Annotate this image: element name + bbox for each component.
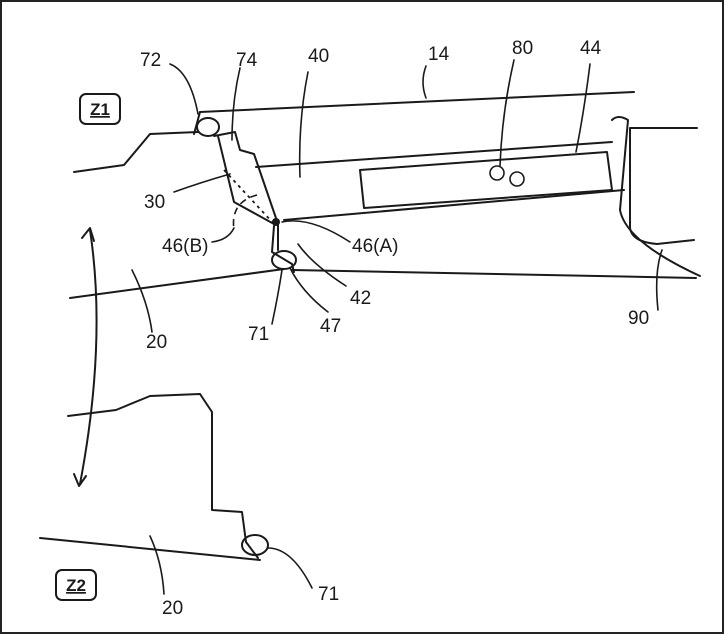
leader-71-lower xyxy=(267,547,313,589)
hole-80-a xyxy=(489,165,505,181)
hood-lower-outline xyxy=(67,393,259,559)
leader-14 xyxy=(422,65,427,99)
panel-14-top-edge xyxy=(199,91,635,113)
leader-46b xyxy=(211,227,235,243)
point-46a xyxy=(272,218,280,226)
hinge-arm-74 xyxy=(213,131,279,251)
hinge-bracket-47 xyxy=(271,225,295,273)
part-40-lower-line xyxy=(283,189,625,221)
leader-20-upper xyxy=(131,269,153,333)
frame-90-outer xyxy=(611,116,701,277)
pivot-72 xyxy=(196,117,220,137)
leader-20-lower xyxy=(149,535,165,595)
motion-arrowhead-bottom xyxy=(73,473,87,487)
leader-42 xyxy=(297,243,347,287)
hood-upper-outline xyxy=(73,131,199,173)
panel-bottom-line xyxy=(291,269,697,279)
path-46a xyxy=(223,169,275,225)
zone-z2-box xyxy=(55,569,97,601)
leader-47 xyxy=(289,267,329,313)
leader-30 xyxy=(173,173,231,193)
label-14: 14 xyxy=(428,44,450,65)
hinge-arm-30 xyxy=(217,135,275,225)
label-20-upper: 20 xyxy=(146,332,167,353)
pivot-71-upper xyxy=(271,250,297,270)
motion-arrowhead-top xyxy=(81,227,95,242)
hood-20-line xyxy=(69,268,285,299)
leader-40 xyxy=(298,71,309,178)
label-80: 80 xyxy=(512,38,533,59)
frame-90 xyxy=(629,127,698,245)
label-30: 30 xyxy=(144,192,165,213)
path-46b xyxy=(232,194,258,231)
label-42: 42 xyxy=(350,288,371,309)
leader-44 xyxy=(575,63,591,153)
hole-80-b xyxy=(509,171,525,187)
leader-72 xyxy=(169,63,199,115)
label-46b: 46(B) xyxy=(162,236,208,257)
label-44: 44 xyxy=(580,38,602,59)
label-47: 47 xyxy=(320,316,341,337)
label-46a: 46(A) xyxy=(352,236,398,257)
zone-z1-label: Z1 xyxy=(90,100,110,119)
motion-arc xyxy=(79,229,98,485)
leader-71-upper xyxy=(271,269,283,325)
leader-46a xyxy=(281,220,351,243)
label-72: 72 xyxy=(140,50,161,71)
slot-44 xyxy=(359,151,613,209)
label-71-lower: 71 xyxy=(318,584,339,605)
leader-90 xyxy=(655,249,663,311)
label-74: 74 xyxy=(236,50,258,71)
hood-20-lower-line xyxy=(39,537,261,561)
label-20-lower: 20 xyxy=(162,598,183,619)
zone-z2-label: Z2 xyxy=(66,576,86,595)
label-71-upper: 71 xyxy=(248,324,269,345)
leader-80 xyxy=(499,59,515,167)
label-40: 40 xyxy=(308,46,329,67)
label-90: 90 xyxy=(628,308,649,329)
leader-74 xyxy=(231,67,241,141)
part-40-inner-line xyxy=(255,141,613,168)
pivot-71-lower xyxy=(241,534,269,556)
zone-z1-box xyxy=(79,93,121,125)
